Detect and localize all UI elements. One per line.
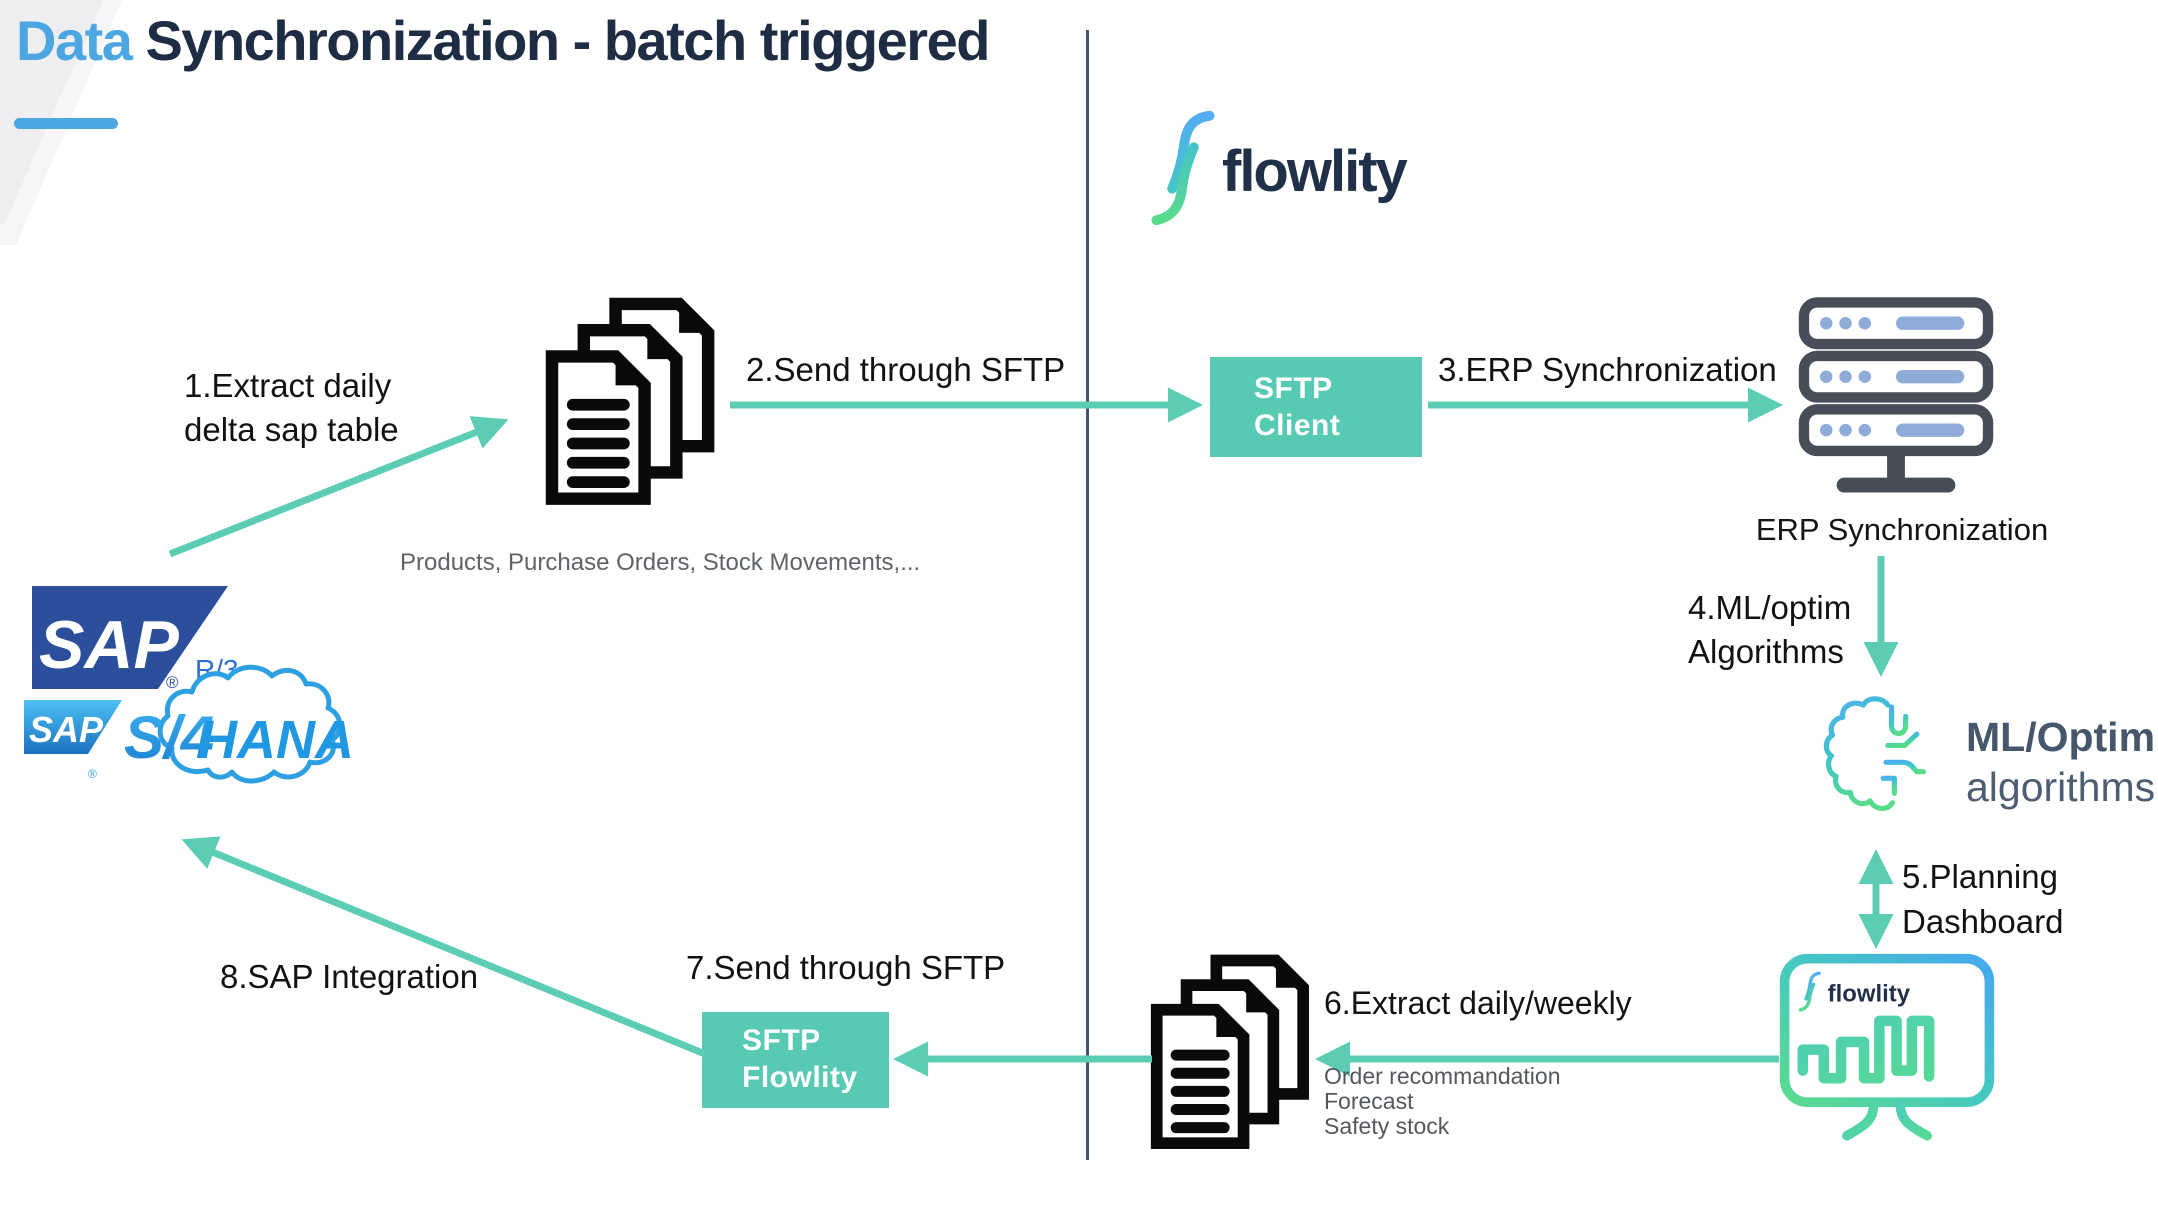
dashboard-brand-text: flowlity: [1828, 981, 1911, 1008]
sap-s4-text: S/4: [124, 704, 214, 771]
arrow-step2: [730, 387, 1203, 423]
dashboard-monitor-icon: flowlity: [1779, 953, 1995, 1141]
page-title-highlight: Data: [16, 9, 133, 72]
documents-top-icon: [545, 297, 711, 507]
sap-s4hana-logo: SAP ® S/4 HANA: [24, 664, 354, 784]
label-step6: 6.Extract daily/weekly: [1324, 985, 1632, 1021]
sap-s4-reg: ®: [88, 767, 97, 781]
arrow-step8: [181, 836, 707, 1058]
sap-r3-word: SAP: [39, 607, 179, 683]
label-step2: 2.Send through SFTP: [746, 351, 1066, 388]
page-title: Data Synchronization - batch triggered: [16, 8, 990, 73]
label-step1: 1.Extract daily delta sap table: [184, 367, 399, 448]
sftp-client-box: SFTP Client: [1210, 357, 1422, 457]
ml-optim-sub: algorithms: [1966, 764, 2156, 810]
arrow-step6: [1315, 1041, 1779, 1077]
label-step7: 7.Send through SFTP: [686, 949, 1006, 986]
ml-optim-title: ML/Optim: [1966, 714, 2156, 760]
hana-cloud-outline: [157, 664, 343, 784]
page-title-rest: Synchronization - batch triggered: [131, 9, 990, 72]
section-divider-line: [1086, 30, 1089, 1160]
dashboard-chart-line: [1797, 1015, 1935, 1084]
flowlity-logo-icon: [1146, 104, 1220, 232]
label-step3: 3.ERP Synchronization: [1438, 351, 1777, 388]
ml-optim-label: ML/Optim algorithms: [1966, 712, 2155, 812]
sap-r3-reg: ®: [166, 673, 179, 692]
dashboard-outputs-list: Order recommandation Forecast Safety sto…: [1324, 1063, 1561, 1139]
arrow-step5: [1858, 849, 1894, 949]
arrow-step1: [168, 416, 509, 558]
label-step5: 5.Planning Dashboard: [1902, 858, 2064, 940]
arrow-step3: [1428, 387, 1783, 423]
sftp-flowlity-box: SFTP Flowlity: [702, 1012, 889, 1108]
ml-brain-icon: [1823, 696, 1927, 811]
label-step8: 8.SAP Integration: [220, 958, 479, 995]
erp-server-label: ERP Synchronization: [1755, 512, 2049, 547]
sap-hana-text: HANA: [198, 710, 354, 770]
arrow-step7: [893, 1041, 1152, 1077]
erp-server-icon: [1798, 297, 1994, 493]
documents-bottom-icon: [1150, 954, 1306, 1151]
label-step4: 4.ML/optim Algorithms: [1688, 589, 1852, 670]
title-underline: [14, 118, 118, 129]
sap-s4-word: SAP: [29, 709, 104, 750]
arrow-step4: [1863, 556, 1899, 677]
documents-top-caption: Products, Purchase Orders, Stock Movemen…: [400, 549, 921, 576]
flowlity-logo-text: flowlity: [1222, 139, 1408, 204]
